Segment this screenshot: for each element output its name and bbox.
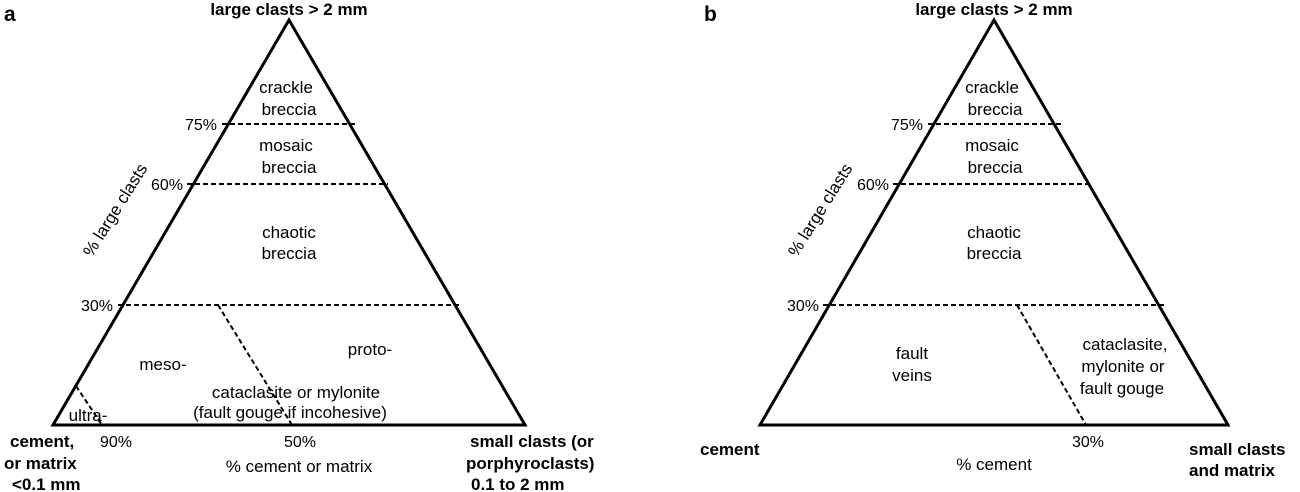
panel-a-mosaic-line1: mosaic — [259, 136, 313, 155]
panel-b-mosaic-line1: mosaic — [965, 136, 1019, 155]
panel-b-bottom-axis-title: % cement — [956, 455, 1032, 474]
panel-a-cataclasite-line1: cataclasite or mylonite — [212, 383, 380, 402]
panel-b-left-axis-title: % large clasts — [784, 160, 856, 260]
panel-b-fault-veins-line1: fault — [896, 344, 928, 363]
panel-a-chaotic-line1: chaotic — [262, 223, 316, 242]
panel-a-tick-90: 90% — [100, 434, 132, 451]
panel-b-right-apex-line2: and matrix — [1189, 461, 1276, 480]
panel-b-chaotic-line2: breccia — [967, 244, 1022, 263]
panel-a-right-apex-line2: porphyroclasts) — [466, 454, 594, 473]
panel-a-right-apex-line1: small clasts (or — [470, 432, 594, 451]
panel-b-tick-60: 60% — [857, 177, 889, 194]
panel-a-left-apex-line3: <0.1 mm — [12, 475, 81, 492]
panel-a-ultra-label: ultra- — [69, 406, 108, 425]
panel-b-cataclasite-line3: fault gouge — [1080, 379, 1164, 398]
panel-b-cataclasite-line1: cataclasite, — [1082, 335, 1167, 354]
panel-a-bottom-axis-title: % cement or matrix — [226, 457, 373, 476]
panel-b-triangle — [757, 17, 1231, 427]
panel-a-triangle — [50, 17, 528, 427]
panel-b-chaotic-line1: chaotic — [967, 223, 1021, 242]
panel-a-right-apex-line3: 0.1 to 2 mm — [471, 475, 565, 492]
panel-a-left-apex-line1: cement, — [10, 432, 74, 451]
panel-b-line-cement-30 — [1016, 304, 1087, 426]
panel-b: b large clasts > 2 mm 75% 60% 30% 30% cr… — [700, 0, 1285, 480]
panel-a-tick-50: 50% — [284, 434, 316, 451]
panel-b-letter: b — [704, 3, 717, 26]
panel-a-tick-30: 30% — [81, 298, 113, 315]
panel-a-tick-75: 75% — [185, 117, 217, 134]
panel-b-mosaic-line2: breccia — [968, 158, 1023, 177]
panel-a-tick-60: 60% — [151, 177, 183, 194]
panel-b-fault-veins-line2: veins — [892, 366, 932, 385]
panel-b-left-apex-label: cement — [700, 440, 760, 459]
panel-b-cataclasite-line2: mylonite or — [1081, 357, 1164, 376]
panel-b-top-apex-label: large clasts > 2 mm — [915, 0, 1072, 19]
panel-a-left-apex-line2: or matrix — [4, 454, 77, 473]
panel-a-meso-label: meso- — [139, 355, 186, 374]
panel-a-mosaic-line2: breccia — [262, 158, 317, 177]
panel-a-crackle-line2: breccia — [262, 100, 317, 119]
panel-b-tick-30: 30% — [787, 298, 819, 315]
panel-a-letter: a — [4, 3, 16, 26]
panel-b-tick-75: 75% — [891, 117, 923, 134]
panel-a-cataclasite-line2: (fault gouge if incohesive) — [193, 403, 387, 422]
panel-a: a large clasts > 2 mm 75% 60% 30% 90% 50… — [4, 0, 594, 492]
panel-b-crackle-line2: breccia — [968, 100, 1023, 119]
panel-a-top-apex-label: large clasts > 2 mm — [210, 0, 367, 19]
panel-b-right-apex-line1: small clasts — [1189, 440, 1285, 459]
panel-b-crackle-line1: crackle — [965, 78, 1019, 97]
panel-a-left-axis-title: % large clasts — [79, 160, 151, 260]
panel-a-crackle-line1: crackle — [259, 78, 313, 97]
panel-b-tick-bottom-30: 30% — [1072, 434, 1104, 451]
panel-a-proto-label: proto- — [348, 340, 392, 359]
panel-a-chaotic-line2: breccia — [262, 244, 317, 263]
